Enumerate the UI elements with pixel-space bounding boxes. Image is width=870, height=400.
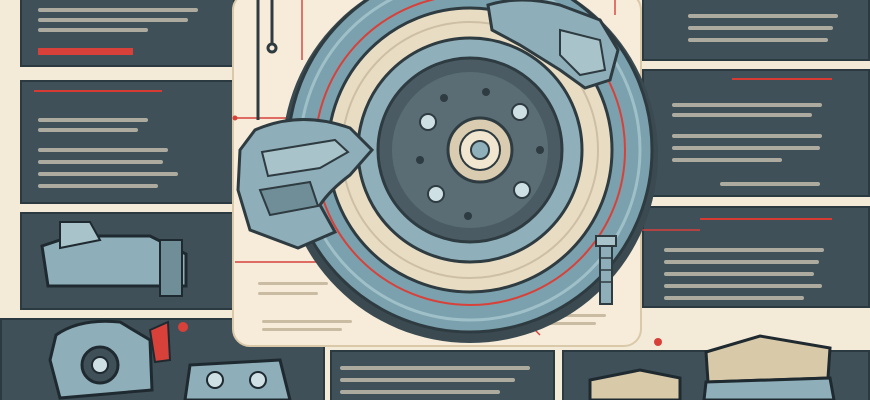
bolt-head <box>595 235 617 247</box>
tool-lines <box>256 0 278 120</box>
bolt-thread <box>600 257 612 283</box>
caliper-piston <box>260 138 350 178</box>
hub-hole <box>464 212 472 220</box>
wheel-hub <box>416 88 544 220</box>
brake-pad-icon <box>40 221 188 297</box>
leader-dot <box>654 338 662 346</box>
brake-caliper-icon <box>236 118 375 250</box>
text-line <box>672 158 782 162</box>
text-line <box>672 146 820 150</box>
caliper-mount-bolt <box>249 371 267 389</box>
text-line <box>258 282 328 285</box>
right-lower-panel <box>642 206 870 308</box>
text-line <box>340 366 530 370</box>
text-line <box>664 248 824 252</box>
caliper-mount <box>183 358 292 400</box>
text-line <box>664 284 822 288</box>
hub-hole <box>440 94 448 102</box>
pad-side-clip <box>159 239 183 297</box>
text-line <box>688 14 838 18</box>
left-middle-panel <box>20 80 235 204</box>
leader-dot <box>178 322 188 332</box>
bolt-icon <box>595 235 617 305</box>
brake-pad-backing <box>702 376 836 400</box>
top-left-accent <box>38 48 133 55</box>
left-heading-tag <box>34 90 162 92</box>
hub-hole <box>482 88 490 96</box>
text-line <box>258 292 318 295</box>
caliper-mount-bolt <box>206 371 224 389</box>
caliper-front <box>48 319 172 400</box>
bolt-shaft <box>599 241 613 305</box>
text-line <box>672 103 822 107</box>
tool-tip <box>266 42 278 54</box>
lug-bolt <box>427 185 445 203</box>
text-line <box>340 390 500 394</box>
text-line <box>262 320 352 323</box>
text-line <box>38 172 178 176</box>
top-right-panel <box>642 0 870 61</box>
text-line <box>664 260 819 264</box>
brake-pad <box>704 334 832 384</box>
right-middle-panel <box>642 69 870 197</box>
text-line <box>38 28 148 32</box>
text-line <box>688 38 828 42</box>
caliper-mount-body <box>183 358 292 400</box>
leader-dot <box>232 115 238 121</box>
lug-bolt <box>513 181 531 199</box>
hub-hole <box>536 146 544 154</box>
right-heading-tag-1 <box>732 78 832 80</box>
caliper-top-pad <box>559 28 607 77</box>
text-line <box>38 160 163 164</box>
text-line <box>672 113 812 117</box>
caliper-front-piston <box>91 356 109 374</box>
text-line <box>664 272 814 276</box>
text-line <box>262 328 342 331</box>
brake-pads-stack <box>588 334 836 400</box>
brake-pad <box>588 368 682 400</box>
text-line <box>720 182 820 186</box>
text-line <box>38 118 148 122</box>
lug-bolt <box>419 113 437 131</box>
text-line <box>38 184 158 188</box>
text-line <box>672 134 822 138</box>
text-line <box>664 296 804 300</box>
hub-cap <box>470 140 490 160</box>
text-line <box>688 26 833 30</box>
text-line <box>38 128 138 132</box>
bleeder-screw <box>148 320 172 364</box>
pad-side-tab <box>59 221 102 250</box>
text-line <box>38 18 188 22</box>
hub-hole <box>416 156 424 164</box>
brake-caliper-top <box>486 0 620 90</box>
text-line <box>38 8 198 12</box>
text-line <box>340 378 515 382</box>
lug-bolt <box>511 103 529 121</box>
text-line <box>38 148 168 152</box>
right-heading-tag-2 <box>700 218 832 220</box>
caliper-bracket <box>258 180 320 217</box>
